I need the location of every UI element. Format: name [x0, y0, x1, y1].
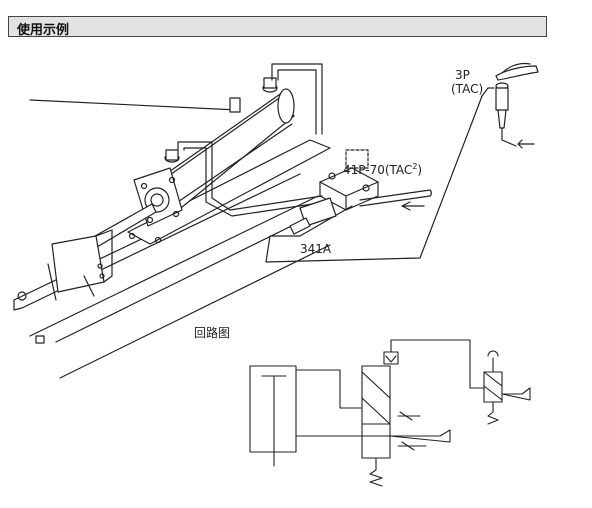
sensor-341a [289, 197, 337, 235]
flow-arrow-main [401, 201, 425, 211]
valve-label-close: ) [417, 163, 423, 177]
section-header: 使用示例 [8, 16, 547, 38]
valve-41p-70 [319, 149, 379, 211]
air-tubing [177, 63, 495, 263]
push-button-3p [495, 62, 531, 147]
valve-label-text: 41P-70(TAC [343, 163, 413, 177]
load-block [47, 229, 113, 301]
leader-line [29, 99, 239, 111]
circuit-diagram [249, 339, 531, 487]
valve-label: 41P-70(TAC2) [343, 162, 422, 177]
section-title: 使用示例 [17, 23, 70, 38]
button-name-label: 3P [455, 68, 470, 82]
mount-plate [127, 139, 331, 245]
circuit-title: 回路图 [194, 326, 231, 340]
flow-arrow-button [517, 139, 535, 149]
sensor-label: 341A [300, 242, 332, 256]
valve-label-superscript: 2 [412, 162, 418, 171]
button-sub-label: (TAC) [451, 82, 484, 96]
hand-icon [495, 65, 539, 81]
